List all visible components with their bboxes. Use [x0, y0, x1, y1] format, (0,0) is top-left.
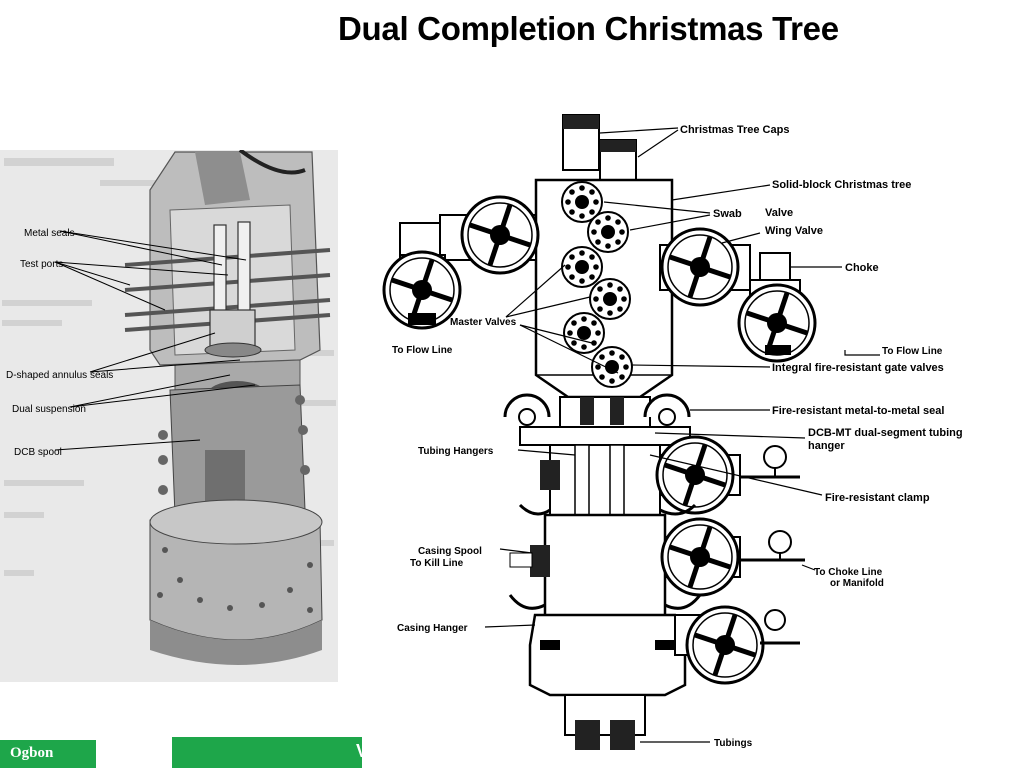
- label-dcb-spool: DCB spool: [14, 447, 62, 458]
- label-tubing-hangers: Tubing Hangers: [418, 446, 494, 457]
- label-valve: Valve: [765, 207, 793, 219]
- leader-lines: [54, 230, 256, 451]
- footer-author-badge: Ogbon: [0, 740, 96, 768]
- label-wing-valve: Wing Valve: [765, 225, 823, 237]
- label-to-choke-line-1: To Choke Line: [814, 567, 883, 578]
- label-christmas-tree-caps: Christmas Tree Caps: [680, 124, 789, 136]
- label-dcb-mt-line1: DCB-MT dual-segment tubing: [808, 427, 963, 439]
- label-dual-suspension: Dual suspension: [12, 404, 86, 415]
- dual-suspension-drawing: Metal seals Test ports D-shaped annulus …: [2, 150, 336, 665]
- christmas-tree-drawing: Christmas Tree Caps Solid-block Christma…: [360, 114, 963, 750]
- label-integral-gate-valves: Integral fire-resistant gate valves: [772, 362, 944, 374]
- label-fire-resistant-clamp: Fire-resistant clamp: [825, 492, 930, 504]
- label-dcb-mt-line2: hanger: [808, 440, 845, 452]
- label-tubings: Tubings: [714, 738, 753, 749]
- spool-bolts: [158, 395, 310, 495]
- label-casing-spool: Casing Spool: [418, 546, 482, 557]
- right-wing-valve: [659, 229, 815, 361]
- flange-bolts: [157, 547, 313, 613]
- label-d-shaped-annulus-seals: D-shaped annulus seals: [6, 370, 113, 381]
- label-choke: Choke: [845, 262, 879, 274]
- flange-top: [149, 499, 323, 545]
- cutaway-cavity: [169, 204, 296, 356]
- tubing-hanger-section: [503, 393, 691, 446]
- left-labels: Metal seals Test ports D-shaped annulus …: [6, 228, 113, 458]
- label-to-kill-line: To Kill Line: [410, 558, 464, 569]
- right-leader-lines: [484, 127, 880, 743]
- label-to-flow-line-left: To Flow Line: [392, 345, 453, 356]
- upper-block-shade: [195, 152, 250, 205]
- casing-spool: [508, 513, 805, 627]
- annulus-seal: [204, 342, 262, 358]
- christmas-tree-diagram: Christmas Tree Caps Solid-block Christma…: [360, 105, 1024, 755]
- label-casing-hanger: Casing Hanger: [397, 623, 468, 634]
- label-metal-to-metal-seal: Fire-resistant metal-to-metal seal: [772, 405, 944, 417]
- slide-title: Dual Completion Christmas Tree: [338, 10, 839, 47]
- cable: [238, 150, 306, 175]
- flange-base: [150, 620, 322, 665]
- label-swab: Swab: [713, 208, 742, 220]
- label-test-ports: Test ports: [20, 259, 63, 270]
- tubings: [564, 694, 646, 750]
- label-metal-seals: Metal seals: [24, 228, 75, 239]
- tubing-head: [518, 437, 800, 516]
- footer-bar-text: V: [356, 741, 369, 761]
- casing-head: [528, 607, 800, 697]
- label-solid-block: Solid-block Christmas tree: [772, 179, 911, 191]
- left-wing-valve: [384, 197, 538, 328]
- label-to-flow-line-right: To Flow Line: [882, 346, 943, 357]
- label-master-valves: Master Valves: [450, 317, 517, 328]
- dual-suspension-diagram: Metal seals Test ports D-shaped annulus …: [0, 150, 338, 682]
- footer-bar: V: [172, 737, 368, 768]
- tree-caps: [562, 114, 637, 181]
- label-to-choke-line-2: or Manifold: [830, 578, 884, 589]
- footer-author: Ogbon: [10, 745, 54, 761]
- right-labels: Christmas Tree Caps Solid-block Christma…: [392, 124, 963, 749]
